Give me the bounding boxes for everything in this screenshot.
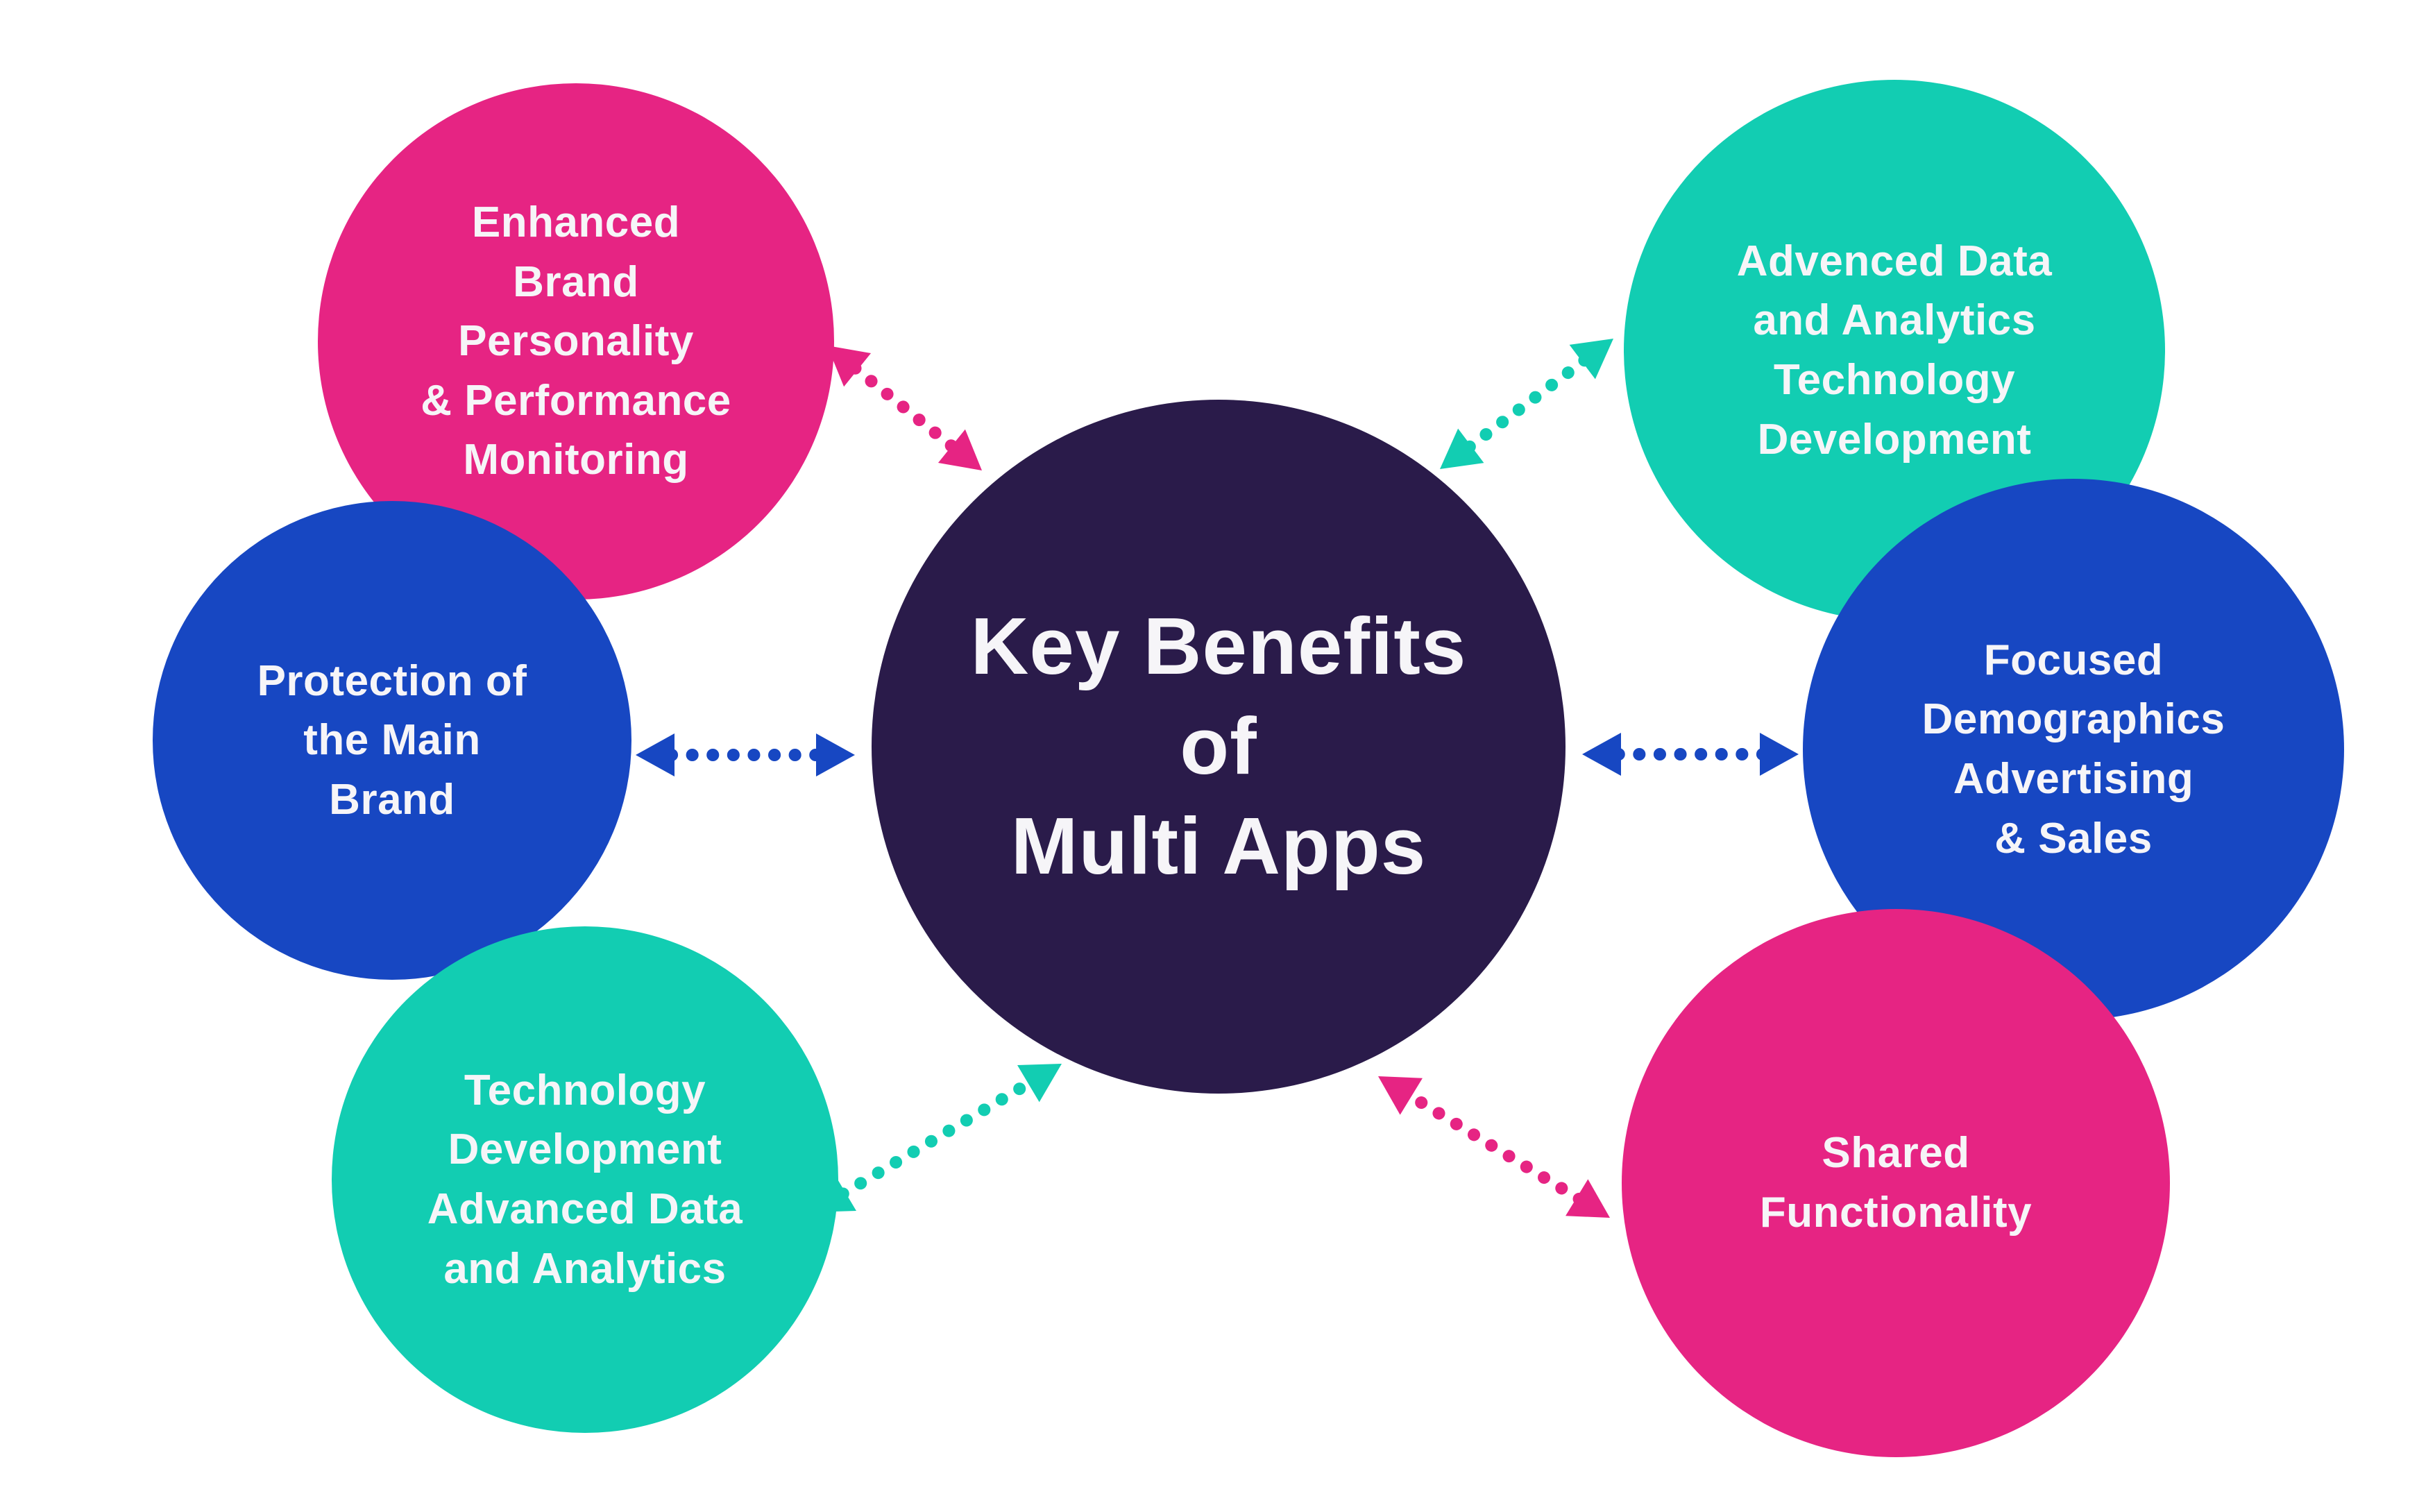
node-main-brand-protection: Protection of the Main Brand [153, 501, 631, 980]
node-label: Enhanced Brand Personality & Performance… [421, 198, 731, 484]
node-center: Key Benefits of Multi Apps [872, 400, 1566, 1094]
arrowhead-icon [1582, 733, 1621, 776]
connector-enhanced-brand [827, 346, 982, 470]
arrowhead-icon [1760, 733, 1799, 776]
node-label: Protection of the Main Brand [257, 656, 527, 824]
connector-focused-demographics [1582, 733, 1799, 776]
connector-dots [849, 362, 960, 455]
node-label: Technology Development Advanced Data and… [427, 1066, 743, 1293]
connector-main-brand-protection [636, 733, 855, 776]
node-label: Shared Functionality [1759, 1129, 2033, 1237]
connector-dots [1402, 1089, 1586, 1205]
arrowhead-icon [816, 733, 855, 776]
center-title: Key Benefits of Multi Apps [970, 601, 1467, 891]
arrowhead-icon [1569, 339, 1613, 380]
connector-tech-dev-analytics [812, 1064, 1062, 1212]
node-label: Focused Demographics Advertising & Sales [1921, 636, 2225, 863]
arrowhead-icon [937, 429, 982, 470]
connector-dots [836, 1076, 1037, 1200]
connector-dots [1462, 354, 1591, 454]
arrowhead-icon [1566, 1179, 1610, 1218]
connector-advanced-data-tech [1440, 339, 1613, 469]
arrowhead-icon [1017, 1064, 1062, 1103]
node-shared-functionality: Shared Functionality [1622, 909, 2170, 1457]
arrowhead-icon [1440, 428, 1484, 469]
connector-shared-functionality [1378, 1076, 1610, 1218]
node-tech-dev-analytics: Technology Development Advanced Data and… [332, 926, 838, 1433]
arrowhead-icon [1378, 1076, 1423, 1115]
node-label: Advenced Data and Analytics Technology D… [1736, 237, 2053, 464]
arrowhead-icon [636, 733, 674, 776]
